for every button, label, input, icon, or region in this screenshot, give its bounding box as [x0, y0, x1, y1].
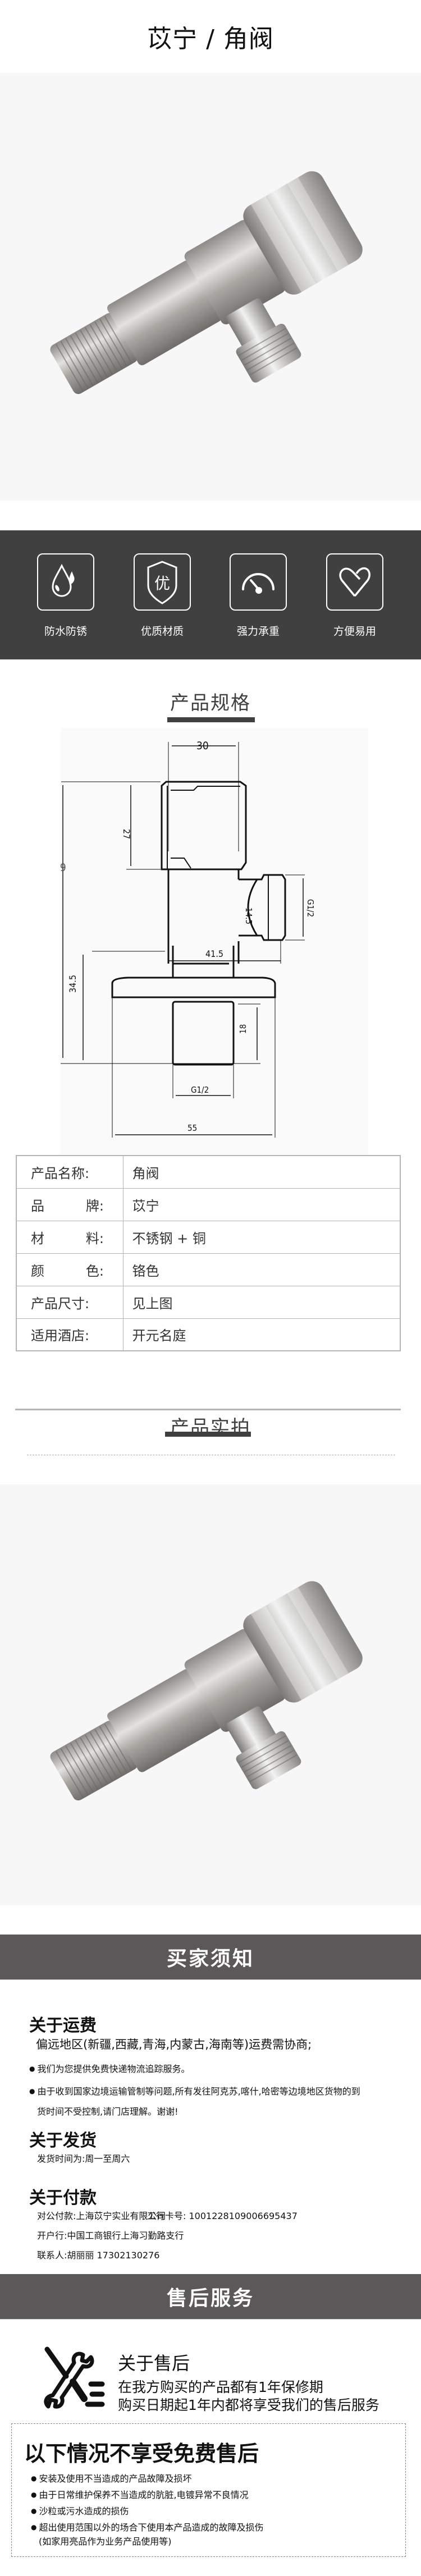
feature-band: 防水防锈 优 优质材质 强力承重 方便易用: [0, 530, 421, 659]
product-photo-real: [0, 1484, 421, 1905]
table-row: 颜色: 铬色: [16, 1253, 401, 1286]
spec-value: 不锈钢 + 铜: [122, 1220, 401, 1254]
svg-text:27: 27: [121, 829, 132, 839]
shield-quality-icon: 优: [134, 553, 191, 611]
technical-drawing: 30 27 89 14.5 G1/2 41.5: [54, 728, 368, 1154]
exclusions-title: 以下情况不享受免费售后: [24, 2441, 259, 2466]
title-underline: [167, 717, 255, 722]
feature-quality: 优 优质材质: [134, 553, 191, 638]
svg-text:G1/2: G1/2: [191, 1085, 209, 1095]
feature-ease: 方便易用: [326, 553, 383, 638]
spec-key: 材料:: [16, 1220, 123, 1254]
heading-delivery: 关于发货: [29, 2131, 97, 2151]
svg-text:34.5: 34.5: [67, 975, 78, 993]
spec-key: 产品尺寸:: [16, 1285, 123, 1319]
remote-areas-note: 偏远地区(新疆,西藏,青海,内蒙古,海南等)运费需协商;: [36, 2038, 312, 2051]
tools-icon: [40, 2344, 108, 2411]
table-row: 适用酒店: 开元名庭: [16, 1318, 401, 1351]
feature-waterproof: 防水防锈: [37, 553, 94, 638]
svg-text:14.5: 14.5: [244, 907, 254, 924]
list-item: 沙粒或污水造成的损伤: [31, 2504, 264, 2520]
payment-company: 对公付款:上海苡宁实业有限公司: [37, 2211, 166, 2221]
exclusions-list: 安装及使用不当造成的产品故障及损坏 由于日常维护保养不当造成的肮脏,电镀异常不良…: [31, 2471, 264, 2547]
section-title-specs: 产品规格: [170, 692, 251, 714]
list-item: 安装及使用不当造成的产品故障及损坏: [31, 2471, 264, 2487]
table-row: 材料: 不锈钢 + 铜: [16, 1220, 401, 1254]
product-photo: [0, 73, 421, 501]
water-drop-icon: [37, 553, 94, 611]
table-row: 产品尺寸: 见上图: [16, 1285, 401, 1319]
spec-value: 铬色: [122, 1253, 401, 1286]
list-item: 由于日常维护保养不当造成的肮脏,电镀异常不良情况: [31, 2487, 264, 2504]
spec-value: 见上图: [122, 1285, 401, 1319]
feature-load: 强力承重: [230, 553, 287, 638]
list-item-cont: (如家用亮品作为业务产品使用等): [39, 2536, 172, 2547]
spec-value: 开元名庭: [122, 1318, 401, 1351]
shipping-bullet: 由于收到国家边境运输管制等问题,所有发往阿克苏,喀什,哈密等边境地区货物的到: [29, 2084, 360, 2097]
spec-value: 角阀: [122, 1155, 401, 1189]
feature-label: 防水防锈: [44, 625, 87, 638]
warranty-line: 购买日期起1年内都将享受我们的售后服务: [118, 2397, 379, 2413]
gauge-icon: [230, 553, 287, 611]
banner-buyer-notice: 买家须知: [0, 1935, 421, 1980]
table-row: 品牌: 苡宁: [16, 1188, 401, 1221]
feature-label: 优质材质: [140, 625, 184, 638]
shipping-bullet: 我们为您提供免费快递物流追踪服务。: [29, 2061, 190, 2075]
heart-icon: [326, 553, 383, 611]
angle-valve-image: [50, 171, 363, 395]
warranty-line: 在我方购买的产品都有1年保修期: [118, 2379, 323, 2395]
page-title: 苡宁 / 角阀: [147, 25, 274, 53]
feature-label: 方便易用: [333, 625, 376, 638]
banner-after-sale: 售后服务: [0, 2274, 421, 2320]
heading-shipping-fee: 关于运费: [29, 2016, 97, 2036]
svg-text:G1/2: G1/2: [305, 899, 315, 917]
svg-text:89: 89: [61, 861, 66, 874]
spec-key: 颜色:: [16, 1253, 123, 1286]
svg-text:18: 18: [238, 1024, 248, 1034]
title-underline: [165, 1432, 251, 1437]
table-row: 产品名称: 角阀: [16, 1155, 401, 1189]
payment-bank: 开户行:中国工商银行上海习勤路支行: [37, 2230, 184, 2241]
spec-key: 适用酒店:: [16, 1318, 123, 1351]
spec-key: 产品名称:: [16, 1155, 123, 1189]
svg-text:30: 30: [196, 740, 209, 752]
svg-text:优: 优: [154, 574, 170, 593]
angle-valve-image: [50, 1581, 363, 1801]
svg-text:41.5: 41.5: [205, 948, 223, 959]
svg-text:55: 55: [187, 1123, 197, 1133]
after-sale-title: 关于售后: [118, 2353, 190, 2374]
delivery-time: 发货时间为:周一至周六: [37, 2153, 130, 2164]
shipping-bullet-cont: 货时间不受控制,请门店理解。谢谢!: [37, 2106, 179, 2117]
feature-label: 强力承重: [236, 625, 280, 638]
divider: [15, 1409, 401, 1410]
spec-key: 品牌:: [16, 1188, 123, 1221]
spec-table: 产品名称: 角阀 品牌: 苡宁 材料: 不锈钢 + 铜 颜色: 铬色 产品尺寸:…: [16, 1155, 401, 1351]
exclusions-box: 以下情况不享受免费售后 安装及使用不当造成的产品故障及损坏 由于日常维护保养不当…: [11, 2423, 406, 2557]
heading-payment: 关于付款: [29, 2188, 97, 2208]
payment-card-number: 工行卡号: 1001228109006695437: [147, 2211, 298, 2221]
list-item: 超出使用范围以外的场合下使用本产品造成的故障及损伤: [31, 2520, 263, 2536]
payment-contact: 联系人:胡丽丽 17302130276: [37, 2250, 160, 2261]
spec-value: 苡宁: [122, 1188, 401, 1221]
